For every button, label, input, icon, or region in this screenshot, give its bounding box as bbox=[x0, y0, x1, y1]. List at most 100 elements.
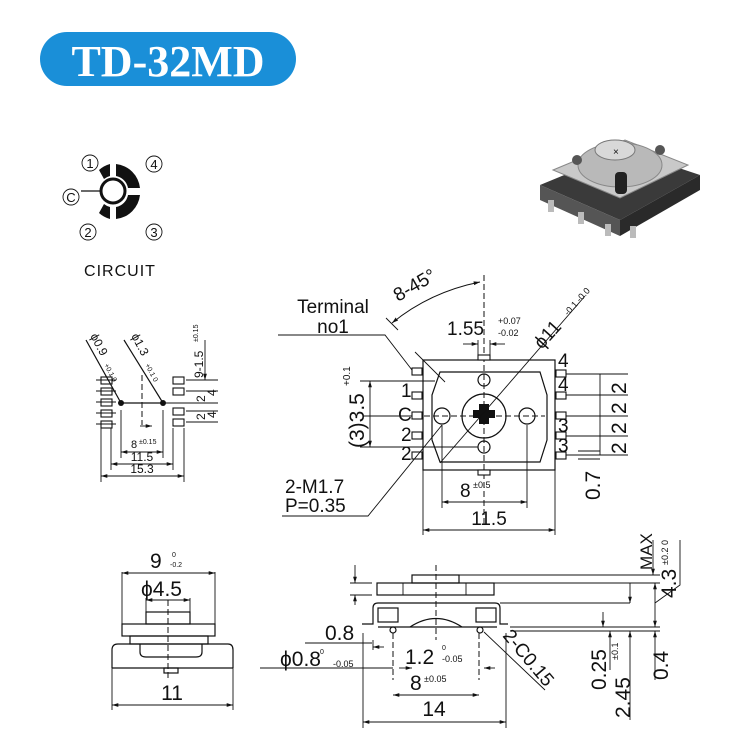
circuit-caption: CIRCUIT bbox=[84, 263, 156, 280]
drawing-stroke bbox=[172, 376, 185, 385]
pitch-1: 2 bbox=[608, 382, 631, 394]
drawing-stroke bbox=[548, 200, 554, 212]
front-view: 9 0 -0.2 ϕ4.5 11 bbox=[111, 550, 234, 710]
drawing-stroke bbox=[555, 411, 567, 420]
model-title: TD-32MD bbox=[71, 37, 264, 86]
dim-1-2: 1.2 bbox=[405, 646, 434, 669]
drawing-stroke bbox=[62, 188, 80, 206]
top-dim-8-tol: ±0.5 bbox=[473, 480, 490, 490]
terminal-2-label: 2 bbox=[79, 223, 97, 241]
pin-diameter-tol-down: -0.05 bbox=[333, 659, 354, 669]
drawing-stroke bbox=[477, 469, 491, 476]
left-pin-2b: 2 bbox=[401, 444, 412, 465]
span-a: 4 bbox=[205, 389, 219, 396]
drawing-stroke bbox=[377, 607, 399, 623]
top-dim-11-5: 11.5 bbox=[471, 509, 507, 530]
drawing-stroke bbox=[100, 409, 113, 418]
height-0-4: 0.4 bbox=[650, 650, 673, 680]
drawing-stroke bbox=[615, 172, 627, 194]
hole-dia-1: ϕ0.9 bbox=[87, 331, 111, 359]
drawing-stroke bbox=[431, 371, 548, 463]
drawing-stroke bbox=[555, 431, 567, 440]
drawing-stroke bbox=[111, 643, 234, 668]
drawing-stroke bbox=[391, 281, 481, 324]
drawing-stroke bbox=[654, 540, 681, 604]
drawing-stroke bbox=[572, 155, 582, 165]
pad-size-tol: ±0.15 bbox=[193, 324, 200, 342]
drawing-stroke bbox=[100, 398, 113, 407]
drawing-stroke bbox=[116, 164, 140, 188]
drawing-stroke bbox=[172, 407, 185, 416]
drawing-stroke bbox=[278, 334, 413, 371]
height-2-45-tol: ±0.1 bbox=[610, 643, 620, 660]
terminal-label: Terminal bbox=[297, 297, 369, 318]
screw-spec: 2-M1.7 bbox=[285, 477, 344, 498]
left-pin-1: 1 bbox=[401, 381, 412, 402]
pad-size: 9-1.5 bbox=[192, 350, 206, 378]
drawing-stroke bbox=[282, 424, 443, 517]
drawing-stroke bbox=[129, 635, 209, 645]
drawing-stroke bbox=[139, 644, 203, 658]
drawing-stroke bbox=[99, 177, 127, 205]
drawing-stroke bbox=[411, 391, 423, 400]
dim-0-8: 0.8 bbox=[325, 622, 354, 645]
drawing-stroke: 4 bbox=[150, 157, 157, 172]
footprint-pads bbox=[96, 376, 185, 429]
drawing-stroke bbox=[411, 431, 423, 440]
drawing-stroke: 3 bbox=[150, 225, 157, 240]
terminal-3-label: 3 bbox=[145, 223, 163, 241]
drawing-stroke bbox=[655, 145, 665, 155]
dim-15-3: 15.3 bbox=[130, 462, 154, 476]
dim-1-2-tol-down: -0.05 bbox=[442, 654, 463, 664]
drawing-stroke bbox=[620, 175, 700, 236]
drawing-stroke bbox=[172, 387, 185, 396]
drawing-stroke bbox=[99, 204, 110, 219]
drawing-stroke bbox=[411, 367, 423, 376]
height-0-25: 0.25 bbox=[588, 649, 611, 690]
drawing-stroke bbox=[605, 224, 611, 236]
drawing-stroke bbox=[116, 195, 140, 219]
slot-tol-up: +0.07 bbox=[498, 316, 521, 326]
side-dim-14: 14 bbox=[422, 698, 446, 721]
front-dim-9: 9 bbox=[150, 550, 162, 573]
drawing-stroke bbox=[362, 602, 508, 625]
drawing-stroke bbox=[555, 369, 567, 378]
circuit-ring bbox=[81, 164, 140, 219]
drawing-stroke bbox=[439, 295, 586, 464]
diameter-dim: ϕ11 bbox=[530, 317, 566, 354]
side-dim-8: 8 bbox=[410, 672, 422, 695]
drawing-stroke bbox=[476, 626, 484, 634]
pitch-4: 2 bbox=[608, 442, 631, 454]
pin-width: 0.7 bbox=[582, 471, 605, 500]
drawing-stroke bbox=[555, 451, 567, 460]
front-dim-9-tol-up: 0 bbox=[172, 552, 176, 559]
drawing-stroke bbox=[81, 154, 99, 172]
screw-pitch: P=0.35 bbox=[285, 496, 346, 517]
drawing-stroke: 2 bbox=[84, 225, 91, 240]
right-pin-3a: 3 bbox=[558, 416, 569, 437]
max-label: MAX bbox=[637, 533, 656, 570]
pcb-footprint-view: ϕ0.9 +0.1 0 ϕ1.3 +0.1 0 9-1.5 ±0.15 2 2 … bbox=[85, 324, 219, 482]
span-b: 4 bbox=[205, 411, 219, 418]
dim-1-2-tol-up: 0 bbox=[442, 645, 446, 652]
drawing-stroke bbox=[630, 226, 636, 238]
drawing-stroke bbox=[409, 617, 463, 628]
drawing-stroke bbox=[411, 411, 423, 420]
left-pin-2a: 2 bbox=[401, 425, 412, 446]
terminal-1-label: 1 bbox=[81, 154, 99, 172]
pin-diameter: ϕ0.8 bbox=[280, 648, 321, 671]
slot-tol-down: -0.02 bbox=[498, 328, 519, 338]
hole-dia-2-tol: +0.1 0 bbox=[143, 363, 158, 384]
pitch-a: 2 bbox=[194, 395, 208, 402]
slot-width: 1.55 bbox=[447, 319, 484, 340]
terminal-4-label: 4 bbox=[145, 155, 163, 173]
rotation-angle: 8-45° bbox=[390, 265, 440, 306]
drawing-stroke bbox=[389, 626, 397, 634]
top-dim-8: 8 bbox=[460, 481, 471, 502]
product-photo: × bbox=[540, 139, 700, 238]
drawing-stroke bbox=[172, 418, 185, 427]
drawing-stroke bbox=[163, 667, 179, 674]
right-pin-3b: 3 bbox=[558, 436, 569, 457]
